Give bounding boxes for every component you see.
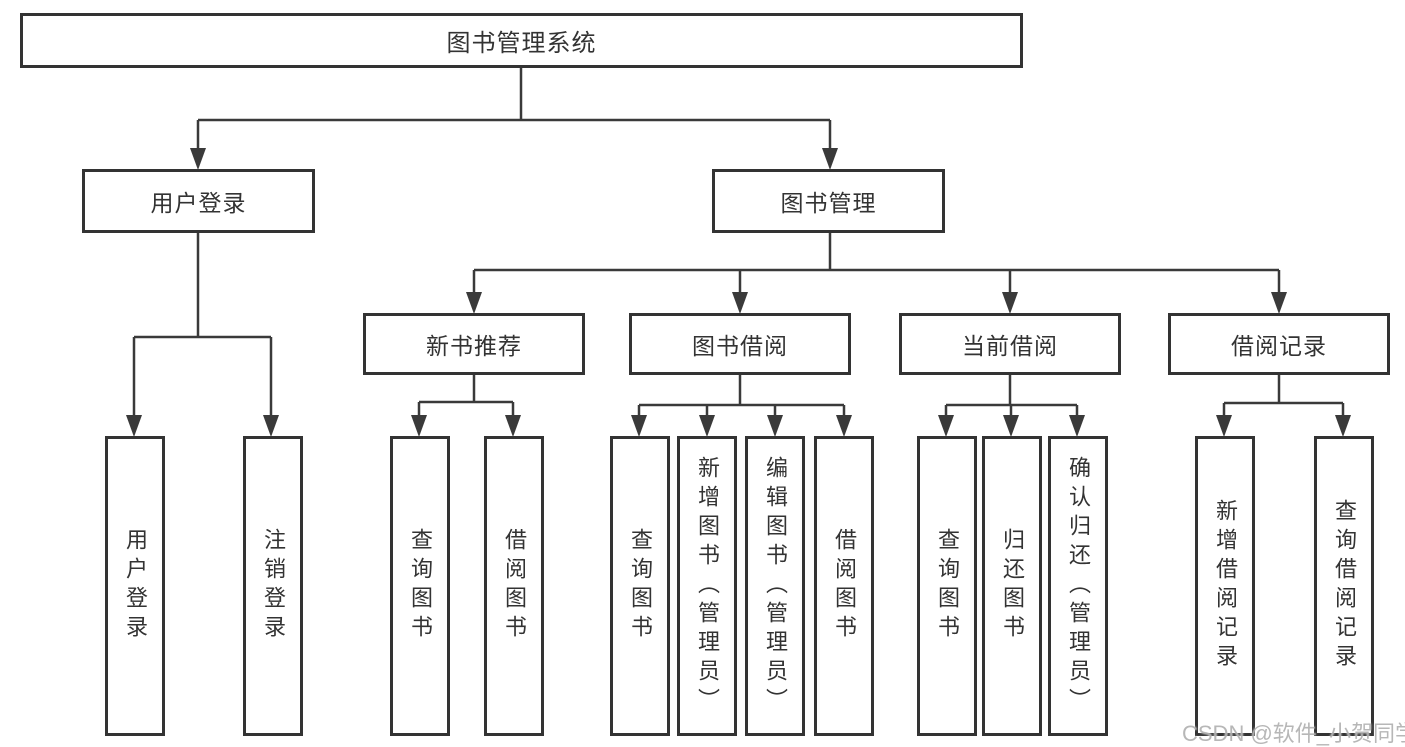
leaf-query-books-recommend: 查询图书	[390, 436, 450, 736]
leaf-label: 查询借阅记录	[1332, 499, 1357, 673]
leaf-label: 借阅图书	[502, 528, 527, 644]
leaf-label: 新增图书（管理员）	[695, 455, 720, 717]
leaf-label: 用户登录	[123, 528, 148, 644]
node-label: 用户登录	[150, 190, 247, 216]
leaf-label: 查询图书	[935, 528, 960, 644]
leaf-label: 借阅图书	[832, 528, 857, 644]
node-library-management-system: 图书管理系统	[20, 13, 1023, 68]
leaf-logout: 注销登录	[243, 436, 303, 736]
leaf-label: 查询图书	[408, 528, 433, 644]
node-borrow-records: 借阅记录	[1168, 313, 1390, 375]
node-book-management: 图书管理	[712, 169, 945, 233]
arrowhead-icons	[126, 148, 1351, 437]
leaf-edit-book-admin: 编辑图书（管理员）	[745, 436, 805, 736]
leaf-return-book: 归还图书	[982, 436, 1042, 736]
leaf-label: 查询图书	[628, 528, 653, 644]
node-current-borrow: 当前借阅	[899, 313, 1121, 375]
leaf-add-borrow-record: 新增借阅记录	[1195, 436, 1255, 736]
leaf-confirm-return-admin: 确认归还（管理员）	[1048, 436, 1108, 736]
node-label: 当前借阅	[962, 333, 1058, 359]
leaf-label: 注销登录	[261, 528, 286, 644]
csdn-watermark: CSDN @软件_小贺同学	[1182, 721, 1405, 746]
leaf-borrow-books-recommend: 借阅图书	[484, 436, 544, 736]
leaf-label: 新增借阅记录	[1213, 499, 1238, 673]
leaf-query-borrow-record: 查询借阅记录	[1314, 436, 1374, 736]
node-label: 图书借阅	[692, 333, 788, 359]
node-book-borrow: 图书借阅	[629, 313, 851, 375]
node-label: 新书推荐	[426, 333, 522, 359]
leaf-query-books-borrow: 查询图书	[610, 436, 670, 736]
leaf-borrow-books: 借阅图书	[814, 436, 874, 736]
leaf-label: 归还图书	[1000, 528, 1025, 644]
leaf-query-books-current: 查询图书	[917, 436, 977, 736]
leaf-label: 编辑图书（管理员）	[763, 455, 788, 717]
node-label: 借阅记录	[1231, 333, 1327, 359]
node-label: 图书管理系统	[446, 30, 597, 57]
leaf-add-book-admin: 新增图书（管理员）	[677, 436, 737, 736]
leaf-label: 确认归还（管理员）	[1066, 455, 1091, 717]
leaf-user-login: 用户登录	[105, 436, 165, 736]
node-new-book-recommend: 新书推荐	[363, 313, 585, 375]
node-label: 图书管理	[780, 190, 877, 216]
node-user-login: 用户登录	[82, 169, 315, 233]
